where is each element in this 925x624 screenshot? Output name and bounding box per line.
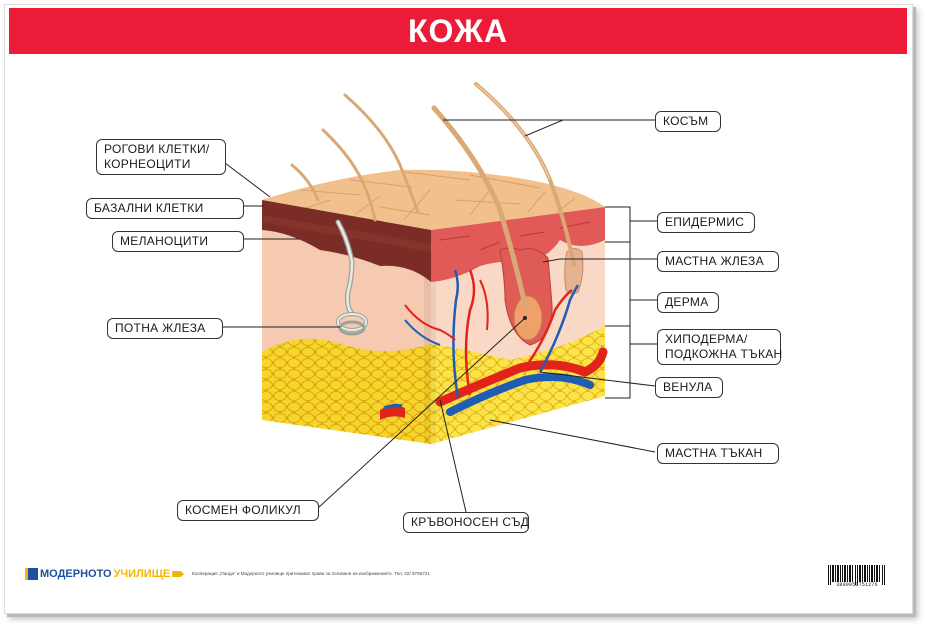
bracket-epidermis	[605, 206, 657, 243]
vein-branch-1	[452, 269, 460, 399]
front-edge-shade	[424, 232, 436, 446]
follicle-bulb	[513, 295, 543, 341]
bracket-hypodermis	[605, 325, 657, 399]
epidermis-top	[262, 169, 605, 230]
line-fat	[489, 419, 656, 453]
sweat-coil-3	[338, 320, 366, 336]
line-venule	[539, 371, 656, 387]
side-gland-shape	[564, 248, 584, 295]
logo-text-part2: УЧИЛИЩЕ	[113, 568, 171, 580]
label-venule: ВЕНУЛА	[655, 377, 723, 398]
label-sebaceous-gland: МАСТНА ЖЛЕЗА	[657, 251, 779, 272]
label-horny-cells: РОГОВИ КЛЕТКИ/ КОРНЕОЦИТИ	[96, 139, 226, 175]
line-vessel	[439, 399, 467, 513]
label-basal-cells: БАЗАЛНИ КЛЕТКИ	[86, 198, 244, 219]
label-melanocytes: МЕЛАНОЦИТИ	[112, 231, 244, 252]
line-follicle	[317, 317, 526, 509]
hair-2	[321, 128, 377, 222]
fat-front	[262, 338, 431, 444]
line-horny	[224, 162, 271, 198]
logo-mark-icon	[25, 568, 38, 580]
sweat-duct-inner	[336, 220, 354, 316]
label-blood-vessel: КРЪВОНОСЕН СЪД	[403, 512, 529, 533]
artery-main	[435, 347, 608, 407]
bracket-dermis	[605, 241, 657, 327]
artery-branch-2	[523, 288, 573, 369]
hair-4	[431, 105, 528, 308]
leader-lines	[222, 119, 657, 513]
artery-branch-3	[404, 304, 456, 341]
vein-branch-2	[538, 284, 580, 373]
barcode-number: 3800052751276	[836, 582, 878, 588]
epidermis-side	[431, 207, 605, 282]
vessel-cut-front-vein	[383, 403, 403, 410]
copyright-note: Кооперация „Панда“ и Модерното училище п…	[192, 571, 430, 576]
logo-text-part1: МОДЕРНОТО	[40, 568, 112, 580]
dot-follicle	[523, 316, 527, 320]
hair-3	[290, 163, 320, 202]
label-hypodermis-line1: ХИПОДЕРМА/	[665, 332, 748, 346]
line-sebaceous	[542, 258, 657, 263]
label-horny-cells-line1: РОГОВИ КЛЕТКИ/	[104, 142, 210, 156]
hair-5-highlight	[475, 83, 551, 181]
label-hair: КОСЪМ	[655, 111, 721, 132]
basal-band-front	[262, 215, 431, 252]
hair-1	[343, 93, 420, 214]
vein-branch-3	[404, 319, 441, 346]
label-dermis: ДЕРМА	[657, 292, 719, 313]
artery-branch-4	[479, 279, 489, 331]
line-hair-a	[524, 119, 655, 137]
label-hypodermis-line2: ПОДКОЖНА ТЪКАН	[665, 347, 783, 361]
vessel-cut-front	[380, 405, 405, 420]
label-sweat-gland: ПОТНА ЖЛЕЗА	[107, 318, 223, 339]
label-epidermis: ЕПИДЕРМИС	[657, 212, 755, 233]
title-bar: КОЖА	[9, 8, 907, 54]
sweat-coil-2	[337, 313, 367, 331]
barcode-icon	[828, 565, 885, 585]
vein-main	[446, 373, 594, 416]
publisher-logo: МОДЕРНОТО УЧИЛИЩЕ	[25, 566, 185, 582]
label-hypodermis: ХИПОДЕРМА/ ПОДКОЖНА ТЪКАН	[657, 329, 783, 365]
label-horny-cells-line2: КОРНЕОЦИТИ	[104, 157, 191, 171]
label-hair-follicle: КОСМЕН ФОЛИКУЛ	[177, 500, 319, 521]
epidermis-side-cells	[439, 221, 591, 251]
pencil-icon	[172, 571, 185, 577]
label-adipose-tissue: МАСТНА ТЪКАН	[657, 443, 779, 464]
page-title: КОЖА	[407, 12, 509, 49]
